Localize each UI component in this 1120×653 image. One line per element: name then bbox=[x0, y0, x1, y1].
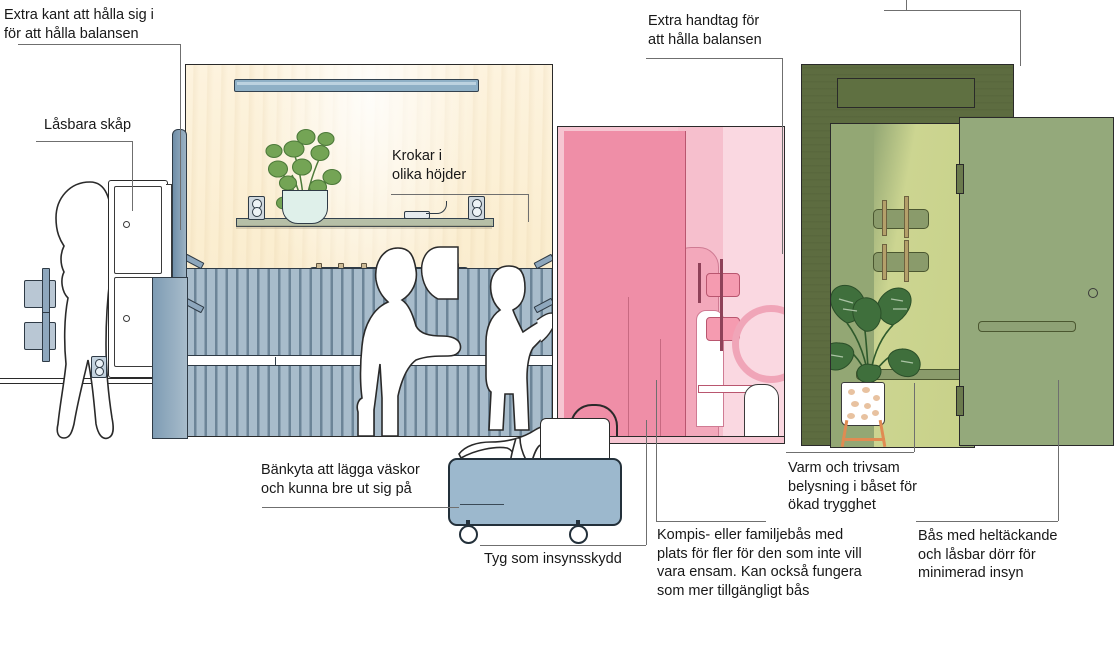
grab-ring bbox=[732, 305, 784, 383]
leader-buddy-h bbox=[656, 521, 766, 522]
grab-rail-bracket-lower bbox=[42, 312, 50, 362]
speaker-left-icon bbox=[248, 196, 265, 220]
locker-lock-lower-icon bbox=[123, 315, 130, 322]
plant-pot bbox=[282, 190, 328, 224]
annotation-privacy-fabric: Tyg som insynsskydd bbox=[484, 551, 622, 567]
green-hook-pin-u1-icon bbox=[882, 200, 887, 236]
leader-door-v bbox=[1058, 380, 1059, 521]
wall-shelf bbox=[236, 218, 494, 227]
leader-buddy-v bbox=[656, 380, 657, 521]
grab-rail-upper bbox=[24, 280, 56, 308]
castor-wheel-left bbox=[459, 525, 478, 544]
leader-topright-stub bbox=[906, 0, 907, 10]
leader-lighting-h bbox=[786, 452, 914, 453]
annotation-lockable-lockers: Låsbara skåp bbox=[44, 117, 132, 133]
leader-lockers-h bbox=[36, 141, 132, 142]
leader-lockers-v bbox=[132, 141, 133, 211]
door-handle[interactable] bbox=[978, 321, 1076, 332]
leader-extra-edge-v bbox=[180, 44, 181, 230]
curtain-fold-2 bbox=[660, 339, 661, 443]
stall-interior bbox=[830, 123, 975, 448]
leader-handle-h bbox=[646, 58, 782, 59]
phone-on-shelf bbox=[404, 211, 430, 219]
leader-topright-v bbox=[1020, 10, 1021, 66]
green-hook-upper-icon bbox=[873, 209, 929, 229]
stall-floor-line bbox=[558, 436, 784, 443]
door-hinge-lower bbox=[956, 386, 964, 416]
wood-clad-changing-room bbox=[185, 64, 553, 437]
leader-topright-h bbox=[884, 10, 1020, 11]
door-hinge-upper bbox=[956, 164, 964, 194]
plant-pot-terrazzo bbox=[841, 382, 885, 426]
leader-hooks-v bbox=[528, 194, 529, 222]
divider-post-lower bbox=[152, 277, 188, 439]
annotation-extra-edge: Extra kant att hålla sig i för att hålla… bbox=[4, 7, 154, 42]
monstera-plant bbox=[831, 284, 921, 384]
bench-edge-line bbox=[460, 504, 504, 506]
annotation-full-height-lockable-door: Bås med heltäckande och låsbar dörr för … bbox=[918, 528, 1058, 582]
green-hook-pin-l1-icon bbox=[882, 244, 887, 280]
annotation-hooks-heights: Krokar i olika höjder bbox=[392, 148, 467, 183]
leader-door-h bbox=[916, 521, 1058, 522]
bench-seam bbox=[275, 357, 277, 366]
door-lock-icon[interactable] bbox=[1088, 288, 1098, 298]
locker-lock-upper-icon bbox=[123, 221, 130, 228]
floor-line-left bbox=[0, 378, 170, 384]
seated-adult-silhouette bbox=[356, 247, 462, 436]
castor-stem-right bbox=[576, 520, 580, 527]
green-hook-pin-l2-icon bbox=[904, 240, 909, 282]
privacy-curtain bbox=[564, 131, 686, 441]
curtain-fold-1 bbox=[628, 297, 629, 443]
buddy-family-stall bbox=[557, 126, 785, 444]
pink-hook-pin-upper-1-icon bbox=[698, 263, 701, 303]
grab-rail-lower bbox=[24, 322, 56, 350]
leader-extra-edge-h bbox=[18, 44, 180, 45]
speaker-right-icon bbox=[468, 196, 485, 220]
leader-lighting-v bbox=[914, 383, 915, 452]
leader-bench-h bbox=[262, 507, 459, 508]
leader-hooks-h bbox=[391, 194, 528, 195]
castor-wheel-right bbox=[569, 525, 588, 544]
castor-stem-left bbox=[466, 520, 470, 527]
full-height-lockable-door[interactable] bbox=[956, 117, 1114, 446]
warm-light-beam bbox=[873, 124, 960, 447]
pink-hook-upper-icon bbox=[706, 273, 740, 297]
green-hook-pin-u2-icon bbox=[904, 196, 909, 238]
shelf-shadow bbox=[236, 225, 492, 229]
transom-window bbox=[837, 78, 975, 108]
annotation-extra-handle: Extra handtag för att hålla balansen bbox=[648, 13, 762, 48]
pink-hook-pin-upper-2-icon bbox=[720, 259, 723, 305]
mobile-bench[interactable] bbox=[448, 458, 622, 526]
standing-child-silhouette bbox=[485, 265, 552, 431]
second-head-silhouette bbox=[420, 246, 459, 300]
leader-fabric-h bbox=[480, 545, 646, 546]
planter-stand-bar bbox=[845, 438, 885, 441]
annotation-warm-lighting: Varm och trivsam belysning i båset för ö… bbox=[788, 460, 917, 514]
leader-fabric-v bbox=[646, 420, 647, 545]
grab-rail-bracket-upper bbox=[42, 268, 50, 318]
pink-hook-pin-lower-icon bbox=[720, 305, 723, 351]
ceiling-light-strip bbox=[234, 79, 479, 92]
annotation-buddy-family-stall: Kompis- eller familjebås med plats för f… bbox=[657, 527, 862, 599]
leader-handle-v bbox=[782, 58, 783, 254]
locker-door-upper[interactable] bbox=[114, 186, 162, 274]
green-hook-lower-icon bbox=[873, 252, 929, 272]
child-figure-in-stall bbox=[744, 384, 779, 443]
annotation-bench-surface: Bänkyta att lägga väskor och kunna bre u… bbox=[261, 462, 420, 497]
power-outlet-icon bbox=[91, 356, 107, 378]
